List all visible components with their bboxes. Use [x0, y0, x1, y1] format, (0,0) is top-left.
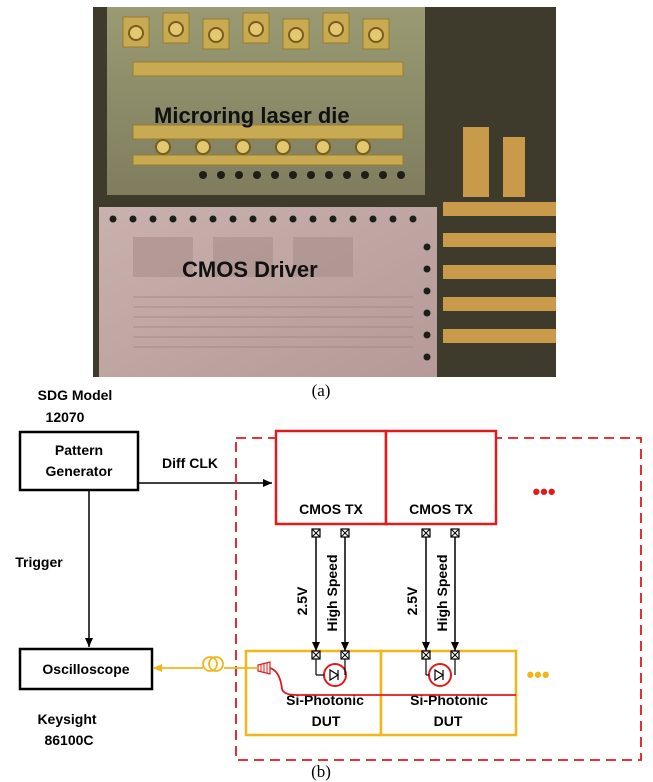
waveguide [269, 667, 516, 696]
dut-label-1-line2: DUT [312, 713, 341, 729]
caption-a: (a) [311, 381, 331, 400]
chip-boundary [235, 437, 642, 761]
oscilloscope-model-line2: 86100C [44, 732, 93, 748]
oscilloscope-model-line1: Keysight [37, 711, 96, 727]
dut-label-2-line1: Si-Photonic [410, 692, 488, 708]
dut-block-2 [379, 649, 518, 737]
die-micrograph: Microring laser die CMOS Driver [93, 7, 556, 377]
test-setup-diagram: SDG Model 12070 Pattern Generator Diff C… [15, 389, 642, 761]
tx-pads [311, 528, 460, 538]
oscilloscope-label: Oscilloscope [42, 661, 129, 677]
caption-b: (b) [311, 762, 331, 781]
clock-label: Diff CLK [162, 455, 218, 471]
pattern-generator-model-line2: 12070 [46, 409, 85, 425]
dut-pad-crosses [311, 650, 460, 660]
oscilloscope-box [18, 647, 154, 691]
micrograph-image [93, 7, 556, 377]
pattern-generator-model-line1: SDG Model [38, 389, 113, 403]
pattern-generator-box [18, 430, 140, 492]
laser-symbol-2 [425, 659, 456, 687]
tx-dut-wires [312, 537, 459, 651]
grating-coupler [257, 661, 271, 675]
dut-label-2-line2: DUT [434, 713, 463, 729]
cmos-tx-block-1 [274, 429, 388, 526]
data-label-2: High Speed [434, 554, 450, 631]
cmos-tx-label-1: CMOS TX [299, 501, 363, 517]
supply-label-2: 2.5V [404, 586, 420, 615]
tx-continuation-dots: ••• [532, 479, 555, 504]
optical-fiber [153, 656, 258, 672]
cmos-tx-block-2 [384, 429, 498, 526]
pattern-generator-label-line1: Pattern [55, 442, 103, 458]
dut-label-1-line1: Si-Photonic [286, 692, 364, 708]
dut-block-1 [244, 649, 383, 737]
cmos-driver-label: CMOS Driver [182, 257, 318, 282]
trigger-label: Trigger [15, 554, 63, 570]
tx-pad-crosses [311, 528, 460, 538]
laser-die-label: Microring laser die [154, 103, 350, 128]
supply-label-1: 2.5V [294, 586, 310, 615]
dut-continuation-dots: ••• [526, 662, 549, 687]
data-label-1: High Speed [324, 554, 340, 631]
cmos-tx-label-2: CMOS TX [409, 501, 473, 517]
pattern-generator-label-line2: Generator [46, 463, 113, 479]
laser-symbol-1 [315, 659, 347, 687]
